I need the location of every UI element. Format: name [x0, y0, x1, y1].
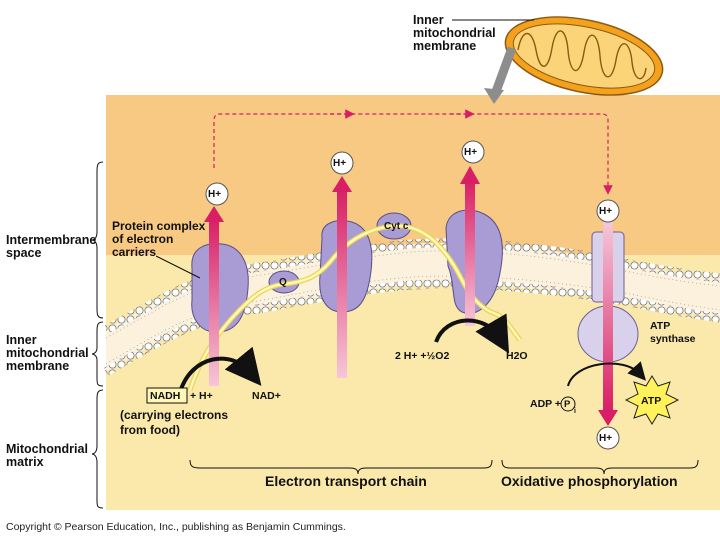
region-braces — [91, 161, 104, 509]
proton-arrow-1 — [204, 206, 224, 386]
mitochondrial-membrane-label: Inner mitochondrial membrane — [413, 13, 496, 53]
matrix-label: Mitochondrial matrix — [6, 442, 88, 469]
copyright-text: Copyright © Pearson Education, Inc., pub… — [6, 521, 346, 533]
protein-complex-label: Protein complex of electron carriers — [112, 219, 206, 259]
q-label: Q — [279, 277, 287, 288]
pi-sub-label: i — [574, 408, 576, 415]
proton-arrow-down — [598, 222, 618, 426]
proton-circles — [205, 140, 620, 450]
adp-label: ADP + — [530, 398, 562, 410]
water-label: H2O — [506, 350, 528, 362]
nad-label: NAD+ — [252, 390, 281, 402]
carrying-electrons-label: (carrying electrons from food) — [120, 408, 229, 437]
proton-label-3: H+ — [464, 147, 478, 158]
atp-formation-arrow — [567, 361, 646, 387]
atp-synthase-label: ATP synthase — [650, 320, 696, 345]
mitochondrion-icon — [484, 16, 664, 104]
cyt-c-label: Cyt c — [384, 221, 409, 232]
atp-starburst-icon — [624, 375, 680, 425]
proton-arrow-2 — [332, 176, 352, 378]
proton-label-2: H+ — [333, 158, 347, 169]
intermembrane-space-label: Intermembrane space — [6, 233, 97, 260]
proton-label-1: H+ — [208, 189, 222, 200]
plus-h-label: + H+ — [190, 390, 213, 402]
etc-title: Electron transport chain — [265, 473, 427, 489]
proton-label-4: H+ — [599, 206, 613, 217]
protein-complex-pointer — [155, 255, 201, 279]
pi-label: P — [564, 399, 571, 410]
inner-membrane-label: Inner mitochondrial membrane — [6, 333, 89, 373]
water-reaction-label: 2 H+ +½O2 — [395, 350, 450, 362]
water-formation-arrow — [434, 313, 510, 354]
nadh-conversion-arrow — [178, 346, 262, 393]
nadh-box — [146, 387, 188, 404]
nadh-label: NADH — [150, 390, 181, 402]
oxphos-title: Oxidative phosphorylation — [501, 473, 678, 489]
atp-label: ATP — [641, 395, 662, 407]
phosphate-circle — [560, 396, 576, 412]
proton-label-5: H+ — [599, 433, 613, 444]
proton-arrow-3 — [460, 166, 480, 326]
bottom-braces — [189, 459, 699, 475]
proton-return-path — [213, 109, 613, 195]
